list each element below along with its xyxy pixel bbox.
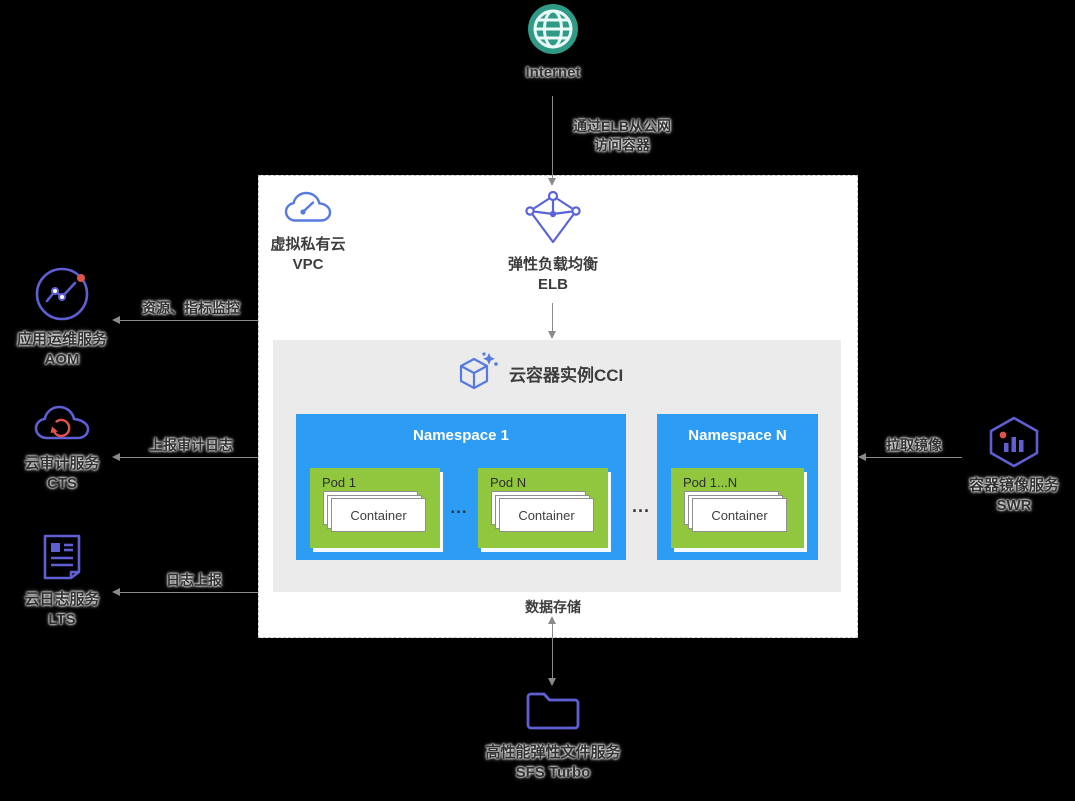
arrow-internet-to-elb [548, 96, 556, 186]
arrowhead-up-icon [548, 616, 556, 624]
arrow-cci-to-lts [112, 588, 258, 596]
arrowhead-left-icon [112, 453, 120, 461]
container-card-front: Container [331, 498, 426, 532]
arrowhead-left-icon [112, 588, 120, 596]
cts-label: 云审计服务 CTS [24, 454, 99, 494]
lts-abbr: LTS [48, 611, 76, 628]
elb-name: 弹性负载均衡 [507, 256, 598, 273]
pod-n-box: Pod N Container [478, 468, 608, 548]
sfs-label: 高性能弹性文件服务 SFS Turbo [485, 743, 620, 783]
cci-header: 云容器实例CCI [453, 350, 623, 396]
cci-title: 云容器实例CCI [509, 365, 624, 385]
edge-label-swr: 拉取镜像 [886, 437, 942, 453]
elb-icon [524, 190, 582, 247]
aom-monitor-icon [34, 266, 90, 322]
namespace-1-box: Namespace 1 Pod 1 Container ... Pod N Co… [296, 414, 626, 560]
pod-1-n-label: Pod 1...N [683, 475, 738, 490]
lts-name: 云日志服务 [24, 591, 100, 608]
arrowhead-down-icon [548, 178, 556, 186]
pod-1-n-box: Pod 1...N Container [671, 468, 804, 548]
edge-label-internet-elb: 通过ELB从公网 访问容器 [564, 117, 680, 155]
container-card-front: Container [692, 498, 787, 532]
arrow-cci-to-aom [112, 316, 258, 324]
arrow-cci-to-sfs [548, 616, 556, 686]
cts-name: 云审计服务 [24, 455, 100, 472]
lts-label: 云日志服务 LTS [24, 590, 99, 630]
edge-label-data-storage: 数据存储 [525, 599, 581, 615]
sfs-name: 高性能弹性文件服务 [485, 744, 621, 761]
pod-ellipsis: ... [450, 498, 468, 517]
elb-label: 弹性负载均衡 ELB [508, 255, 598, 295]
vpc-name: 虚拟私有云 [270, 236, 346, 253]
container-stack: Container [491, 491, 594, 532]
vpc-node: 虚拟私有云 VPC [258, 189, 358, 275]
arrowhead-down-icon [548, 331, 556, 339]
aom-name: 应用运维服务 [16, 331, 107, 348]
arrow-cci-to-cts [112, 453, 258, 461]
internet-node: Internet [493, 3, 613, 83]
aom-abbr: AOM [44, 351, 80, 368]
namespace-1-title: Namespace 1 [413, 427, 509, 444]
sfs-folder-icon [524, 687, 582, 735]
swr-label: 容器镜像服务 SWR [969, 476, 1059, 516]
arrowhead-left-icon [858, 453, 866, 461]
elb-abbr: ELB [537, 276, 568, 293]
namespace-n-box: Namespace N Pod 1...N Container [657, 414, 818, 560]
internet-label: Internet [525, 64, 581, 81]
namespace-n-title: Namespace N [688, 427, 787, 444]
edge-label-lts: 日志上报 [166, 572, 222, 588]
arrowhead-down-icon [548, 678, 556, 686]
lts-service-node: 云日志服务 LTS [2, 532, 122, 630]
edge-label-line2: 访问容器 [594, 137, 650, 153]
pod-n-label: Pod N [490, 475, 527, 490]
aom-label: 应用运维服务 AOM [17, 330, 107, 370]
cts-cloud-audit-icon [33, 402, 91, 446]
arrow-swr-to-cci [858, 453, 962, 461]
internet-globe-icon [527, 3, 579, 55]
swr-name: 容器镜像服务 [968, 477, 1059, 494]
cts-abbr: CTS [46, 475, 77, 492]
edge-label-cts: 上报审计日志 [149, 437, 233, 453]
swr-registry-icon [986, 416, 1042, 468]
cci-cube-icon [453, 350, 499, 396]
edge-label-aom: 资源、指标监控 [142, 300, 240, 316]
container-stack: Container [684, 491, 787, 532]
swr-service-node: 容器镜像服务 SWR [954, 416, 1074, 516]
cts-service-node: 云审计服务 CTS [2, 402, 122, 494]
aom-service-node: 应用运维服务 AOM [2, 266, 122, 370]
arrow-elb-to-cci [548, 303, 556, 339]
vpc-label: 虚拟私有云 VPC [270, 235, 345, 275]
vpc-abbr: VPC [292, 256, 324, 273]
cci-box: 云容器实例CCI Namespace 1 Pod 1 Container ...… [273, 340, 841, 592]
container-card-front: Container [499, 498, 594, 532]
container-stack: Container [323, 491, 426, 532]
namespace-ellipsis: ... [631, 496, 650, 516]
edge-label-line1: 通过ELB从公网 [573, 118, 671, 134]
arrowhead-left-icon [112, 316, 120, 324]
sfs-turbo-node: 高性能弹性文件服务 SFS Turbo [443, 687, 663, 783]
vpc-cloud-icon [284, 189, 332, 227]
pod-1-box: Pod 1 Container [310, 468, 440, 548]
lts-log-document-icon [39, 532, 85, 582]
elb-node: 弹性负载均衡 ELB [493, 190, 613, 295]
swr-abbr: SWR [996, 497, 1032, 514]
pod-1-label: Pod 1 [322, 475, 356, 490]
sfs-abbr: SFS Turbo [515, 764, 591, 781]
